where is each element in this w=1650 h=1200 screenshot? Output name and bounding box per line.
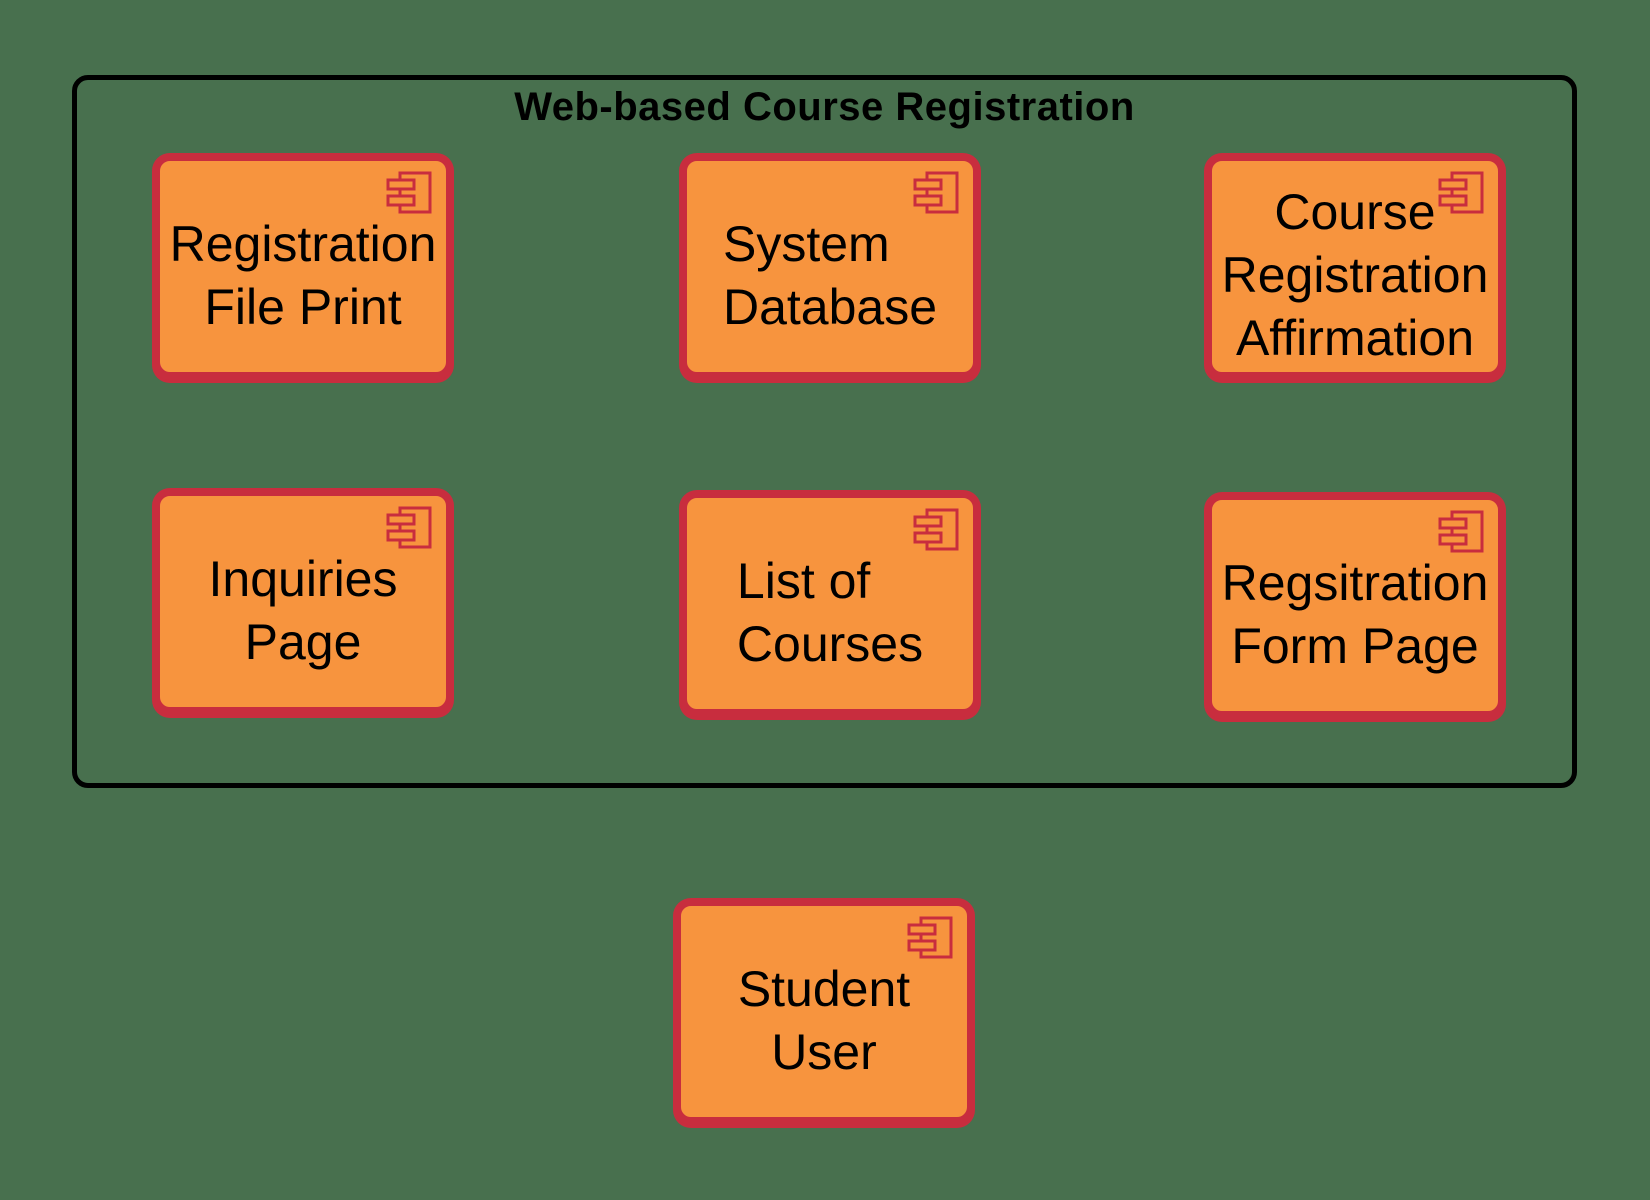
diagram-title: Web-based Course Registration: [514, 85, 1135, 129]
system-boundary-web-based-course-registration: Web-based Course Registration Registrati…: [72, 75, 1577, 788]
component-label-line: System: [722, 215, 890, 272]
component-label: Inquiries Page: [160, 496, 446, 707]
component-icon: [907, 916, 953, 959]
component-label-line: Registration: [1221, 247, 1489, 303]
component-icon: [913, 171, 959, 214]
component-label-line: Inquiries: [208, 550, 398, 607]
component-label: System Database: [687, 161, 973, 372]
component-icon: [386, 506, 432, 549]
component-label: Course Registration Affirmation: [1212, 161, 1498, 372]
component-label-line: User: [771, 1023, 877, 1080]
component-label-line: List of: [736, 552, 871, 609]
component-registration-file-print[interactable]: Registration File Print: [152, 153, 454, 380]
component-label-line: Registration: [169, 215, 437, 272]
component-course-registration-affirmation[interactable]: Course Registration Affirmation: [1204, 153, 1506, 380]
component-label-line: Courses: [736, 615, 924, 672]
component-student-user[interactable]: Student User: [673, 898, 975, 1125]
component-list-of-courses[interactable]: List of Courses: [679, 490, 981, 717]
component-icon: [386, 171, 432, 214]
component-inquiries-page[interactable]: Inquiries Page: [152, 488, 454, 715]
component-regsitration-form-page[interactable]: Regsitration Form Page: [1204, 492, 1506, 719]
component-label-line: Affirmation: [1235, 310, 1475, 366]
component-label-line: Form Page: [1231, 617, 1479, 674]
component-label: Regsitration Form Page: [1212, 500, 1498, 711]
component-icon: [1438, 171, 1484, 214]
component-label: Registration File Print: [160, 161, 446, 372]
component-label-line: Student: [737, 960, 911, 1017]
component-icon: [1438, 510, 1484, 553]
component-label: Student User: [681, 906, 967, 1117]
component-label-line: Page: [244, 613, 362, 670]
component-icon: [913, 508, 959, 551]
component-label-line: File Print: [204, 278, 402, 335]
component-label: List of Courses: [687, 498, 973, 709]
component-label-line: Regsitration: [1221, 554, 1489, 611]
component-label-line: Database: [722, 278, 938, 335]
component-system-database[interactable]: System Database: [679, 153, 981, 380]
component-label-line: Course: [1274, 184, 1436, 240]
